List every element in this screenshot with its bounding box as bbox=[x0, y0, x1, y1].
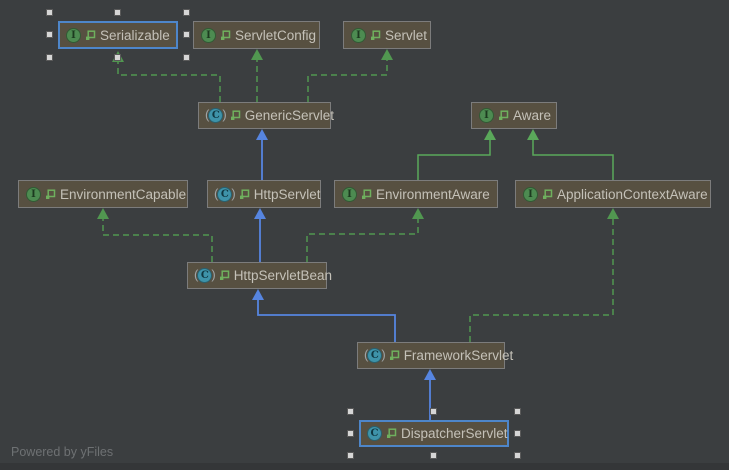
abstract-paren-right: ) bbox=[222, 107, 227, 122]
abstract-paren-right: ) bbox=[211, 267, 216, 282]
node-frameworkservlet[interactable]: (C) FrameworkServlet bbox=[357, 342, 513, 369]
interface-icon: I bbox=[351, 27, 366, 43]
node-label: FrameworkServlet bbox=[403, 348, 514, 363]
yfiles-watermark: Powered by yFiles bbox=[11, 445, 114, 459]
edge-HttpServletBean-EnvironmentCapable bbox=[97, 208, 213, 262]
node-httpservlet[interactable]: (C) HttpServlet bbox=[207, 180, 321, 208]
key-icon bbox=[387, 428, 397, 438]
edge-HttpServlet-GenericServlet bbox=[256, 129, 268, 180]
node-label: Servlet bbox=[385, 27, 428, 43]
arrowhead-icon bbox=[254, 208, 266, 219]
node-label: HttpServlet bbox=[253, 186, 321, 202]
node-label: GenericServlet bbox=[244, 108, 334, 123]
arrowhead-icon bbox=[484, 129, 496, 140]
node-label: ApplicationContextAware bbox=[557, 186, 708, 202]
selection-handle[interactable] bbox=[114, 9, 121, 16]
class-icon: C bbox=[367, 426, 382, 441]
class-icon: C bbox=[208, 108, 224, 123]
abstract-paren-right: ) bbox=[231, 185, 236, 201]
arrowhead-icon bbox=[607, 208, 619, 219]
node-label: Serializable bbox=[100, 27, 170, 43]
node-genericservlet[interactable]: (C) GenericServlet bbox=[198, 102, 334, 129]
edge-HttpServletBean-HttpServlet bbox=[254, 208, 266, 262]
key-icon bbox=[371, 29, 381, 40]
canvas-bottom-strip bbox=[0, 463, 729, 470]
selection-handle[interactable] bbox=[347, 408, 354, 415]
interface-icon: I bbox=[479, 108, 494, 123]
edge-GenericServlet-Serializable bbox=[112, 51, 221, 102]
selection-handle[interactable] bbox=[347, 452, 354, 459]
interface-icon: I bbox=[66, 27, 81, 43]
node-dispatcherservlet[interactable]: C DispatcherServlet bbox=[359, 420, 509, 447]
edge-HttpServletBean-EnvironmentAware bbox=[306, 208, 424, 262]
abstract-paren-left: ( bbox=[205, 107, 210, 122]
selection-handle[interactable] bbox=[430, 408, 437, 415]
edge-GenericServlet-Servlet bbox=[307, 49, 393, 102]
node-label: EnvironmentAware bbox=[376, 186, 490, 202]
node-label: EnvironmentCapable bbox=[60, 186, 187, 202]
selection-handle[interactable] bbox=[183, 9, 190, 16]
node-label: ServletConfig bbox=[235, 27, 317, 43]
abstract-paren-left: ( bbox=[194, 267, 199, 282]
arrowhead-icon bbox=[256, 129, 268, 140]
key-icon bbox=[499, 110, 509, 120]
node-serializable[interactable]: I Serializable bbox=[58, 21, 178, 49]
node-applicationcontextaware[interactable]: I ApplicationContextAware bbox=[515, 180, 711, 208]
key-icon bbox=[46, 188, 56, 199]
node-environmentcapable[interactable]: I EnvironmentCapable bbox=[18, 180, 188, 208]
node-label: Aware bbox=[513, 108, 552, 123]
key-icon bbox=[389, 350, 399, 360]
interface-icon: I bbox=[26, 186, 41, 202]
arrowhead-icon bbox=[252, 289, 264, 300]
node-aware[interactable]: I Aware bbox=[471, 102, 557, 129]
selection-handle[interactable] bbox=[430, 452, 437, 459]
key-icon bbox=[221, 29, 231, 40]
edge-EnvironmentAware-Aware bbox=[417, 129, 496, 180]
selection-handle[interactable] bbox=[514, 429, 521, 437]
arrowhead-icon bbox=[251, 49, 263, 60]
selection-handle[interactable] bbox=[514, 452, 521, 459]
node-servlet[interactable]: I Servlet bbox=[343, 21, 431, 49]
selection-handle[interactable] bbox=[46, 9, 53, 16]
abstract-paren-left: ( bbox=[214, 185, 219, 201]
node-label: DispatcherServlet bbox=[401, 426, 508, 441]
arrowhead-icon bbox=[97, 208, 109, 219]
selection-handle[interactable] bbox=[183, 54, 190, 61]
key-icon bbox=[543, 188, 553, 199]
class-icon: C bbox=[367, 348, 383, 363]
abstract-paren-left: ( bbox=[364, 347, 369, 362]
edge-GenericServlet-ServletConfig bbox=[251, 49, 263, 102]
key-icon bbox=[230, 110, 240, 120]
selection-handle[interactable] bbox=[114, 54, 121, 61]
arrowhead-icon bbox=[527, 129, 539, 140]
node-label: HttpServletBean bbox=[233, 268, 332, 283]
selection-handle[interactable] bbox=[46, 54, 53, 61]
node-httpservletbean[interactable]: (C) HttpServletBean bbox=[187, 262, 332, 289]
class-icon: C bbox=[197, 268, 213, 283]
arrowhead-icon bbox=[424, 369, 436, 380]
key-icon bbox=[219, 270, 229, 280]
key-icon bbox=[362, 188, 372, 199]
edge-FrameworkServlet-ApplicationContextAware bbox=[469, 208, 619, 342]
edge-ApplicationContextAware-Aware bbox=[527, 129, 614, 180]
edge-FrameworkServlet-HttpServletBean bbox=[252, 289, 396, 342]
interface-icon: I bbox=[523, 186, 538, 202]
abstract-paren-right: ) bbox=[381, 347, 386, 362]
selection-handle[interactable] bbox=[183, 31, 190, 38]
interface-icon: I bbox=[201, 27, 216, 43]
key-icon bbox=[239, 188, 249, 199]
selection-handle[interactable] bbox=[347, 429, 354, 437]
key-icon bbox=[86, 29, 96, 40]
class-icon: C bbox=[217, 186, 233, 202]
arrowhead-icon bbox=[412, 208, 424, 219]
interface-icon: I bbox=[342, 186, 357, 202]
arrowhead-icon bbox=[381, 49, 393, 60]
node-servletconfig[interactable]: I ServletConfig bbox=[193, 21, 320, 49]
node-environmentaware[interactable]: I EnvironmentAware bbox=[334, 180, 498, 208]
selection-handle[interactable] bbox=[46, 31, 53, 38]
selection-handle[interactable] bbox=[514, 408, 521, 415]
